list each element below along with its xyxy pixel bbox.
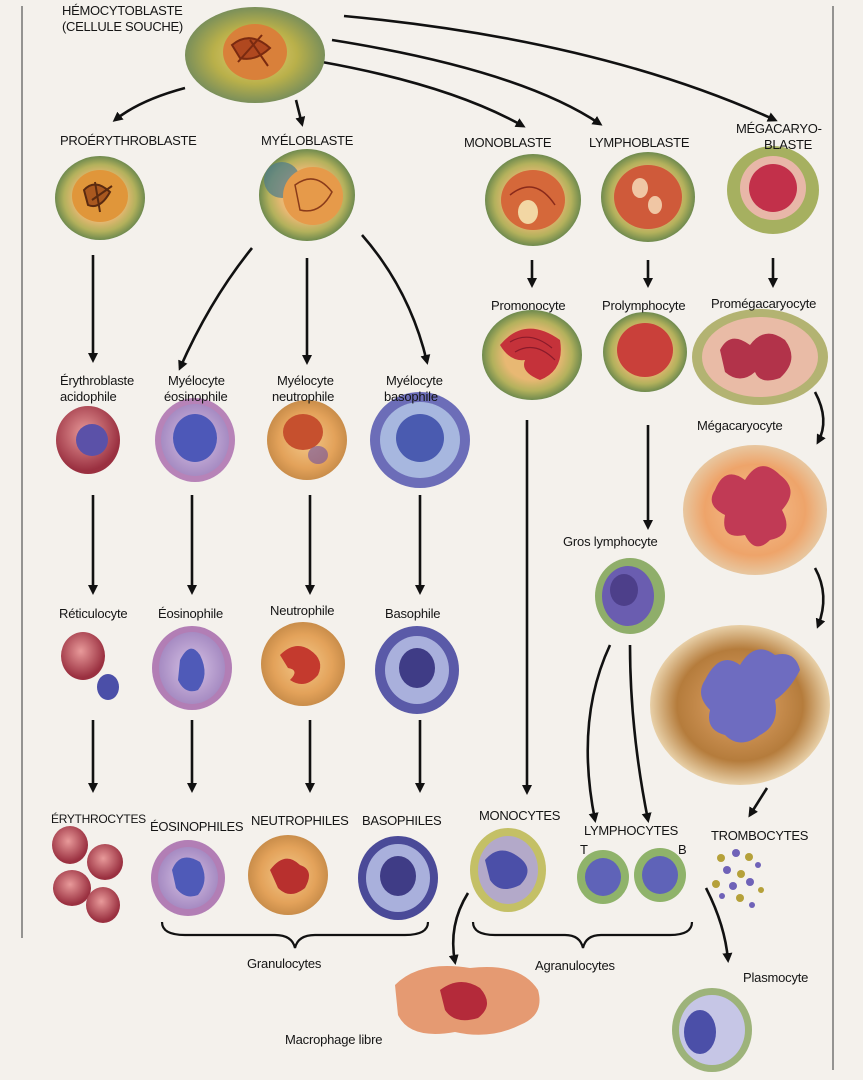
granulocytes-label: Granulocytes — [247, 956, 321, 971]
megakaryocyte-cell — [683, 445, 827, 575]
neutrophils-label: NEUTROPHILES — [251, 813, 349, 828]
eosinophil-cell — [152, 626, 232, 710]
plasmocyte-cell — [672, 988, 752, 1072]
prolymphocyte-label: Prolymphocyte — [602, 298, 685, 313]
large-lymphocyte-cell — [595, 558, 665, 634]
lymphocytes-label: LYMPHOCYTES — [584, 823, 678, 838]
large-lymphocyte-label: Gros lymphocyte — [563, 534, 658, 549]
agranulocytes-brace — [473, 922, 692, 948]
eosinophilic-myelocyte-label-line2: éosinophile — [164, 389, 228, 404]
proerythroblast-label: PROÉRYTHROBLASTE — [60, 133, 197, 148]
eosinophilic-myelocyte-cell — [155, 398, 235, 482]
erythrocytes-label: ÉRYTHROCYTES — [51, 812, 146, 827]
myeloblast-cell — [259, 149, 355, 241]
agranulocytes-label: Agranulocytes — [535, 958, 615, 973]
lymphocyte-t-label: T — [580, 842, 588, 857]
promonocyte-label: Promonocyte — [491, 298, 565, 313]
monocytes-mature-cell — [470, 828, 546, 912]
proerythroblast-cell — [55, 156, 145, 240]
monoblast-cell — [485, 154, 581, 246]
megakaryoblast-label-line2: BLASTE — [764, 137, 812, 152]
neutrophilic-myelocyte-cell — [267, 400, 347, 480]
basophilic-myelocyte-label-line2: basophile — [384, 389, 438, 404]
basophilic-myelocyte-label-line1: Myélocyte — [386, 373, 443, 388]
erythroblast-label-line2: acidophile — [60, 389, 117, 404]
thrombocytes-group — [712, 849, 764, 908]
prolymphocyte-cell — [603, 312, 687, 392]
reticulocyte-label: Réticulocyte — [59, 606, 127, 621]
myeloblast-label: MYÉLOBLASTE — [261, 133, 353, 148]
eosinophils-label: ÉOSINOPHILES — [150, 819, 243, 834]
free-macrophage-cell — [395, 966, 540, 1035]
lymphoblast-cell — [601, 152, 695, 242]
free-macrophage-label: Macrophage libre — [285, 1032, 382, 1047]
plasmocyte-label: Plasmocyte — [743, 970, 808, 985]
reticulocyte-cell — [61, 632, 119, 700]
basophils-label: BASOPHILES — [362, 813, 441, 828]
hemocytoblast-cell — [185, 7, 325, 103]
basophil-label: Basophile — [385, 606, 440, 621]
lymphoblast-label: LYMPHOBLASTE — [589, 135, 689, 150]
lymphocytes-t-cell — [577, 850, 629, 904]
neutrophils-mature-cell — [248, 835, 328, 915]
megakaryoblast-cell — [727, 146, 819, 234]
eosinophilic-myelocyte-label-line1: Myélocyte — [168, 373, 225, 388]
erythrocytes-group — [52, 826, 123, 923]
eosinophil-label: Éosinophile — [158, 606, 223, 621]
megakaryocyte-label: Mégacaryocyte — [697, 418, 783, 433]
neutrophil-cell — [261, 622, 345, 706]
neutrophilic-myelocyte-label-line2: neutrophile — [272, 389, 334, 404]
megakaryoblast-label-line1: MÉGACARYO- — [736, 121, 822, 136]
thrombocytes-label: TROMBOCYTES — [711, 828, 808, 843]
monoblast-label: MONOBLASTE — [464, 135, 551, 150]
eosinophils-mature-cell — [151, 840, 225, 916]
lymphocyte-b-label: B — [678, 842, 686, 857]
hemocytoblast-label-line1: HÉMOCYTOBLASTE — [62, 3, 183, 18]
promegakaryocyte-cell — [692, 309, 828, 405]
neutrophilic-myelocyte-label-line1: Myélocyte — [277, 373, 334, 388]
monocytes-label: MONOCYTES — [479, 808, 560, 823]
erythroblast-label-line1: Érythroblaste — [60, 373, 134, 388]
mature-megakaryocyte-cell — [650, 625, 830, 785]
granulocytes-brace — [162, 922, 428, 948]
acidophilic-erythroblast-cell — [56, 406, 120, 474]
basophils-mature-cell — [358, 836, 438, 920]
promegakaryocyte-label: Promégacaryocyte — [711, 296, 816, 311]
hemocytoblast-label-line2: (CELLULE SOUCHE) — [62, 19, 183, 34]
basophilic-myelocyte-cell — [370, 392, 470, 488]
neutrophil-label: Neutrophile — [270, 603, 334, 618]
basophil-cell — [375, 626, 459, 714]
promonocyte-cell — [482, 310, 582, 400]
